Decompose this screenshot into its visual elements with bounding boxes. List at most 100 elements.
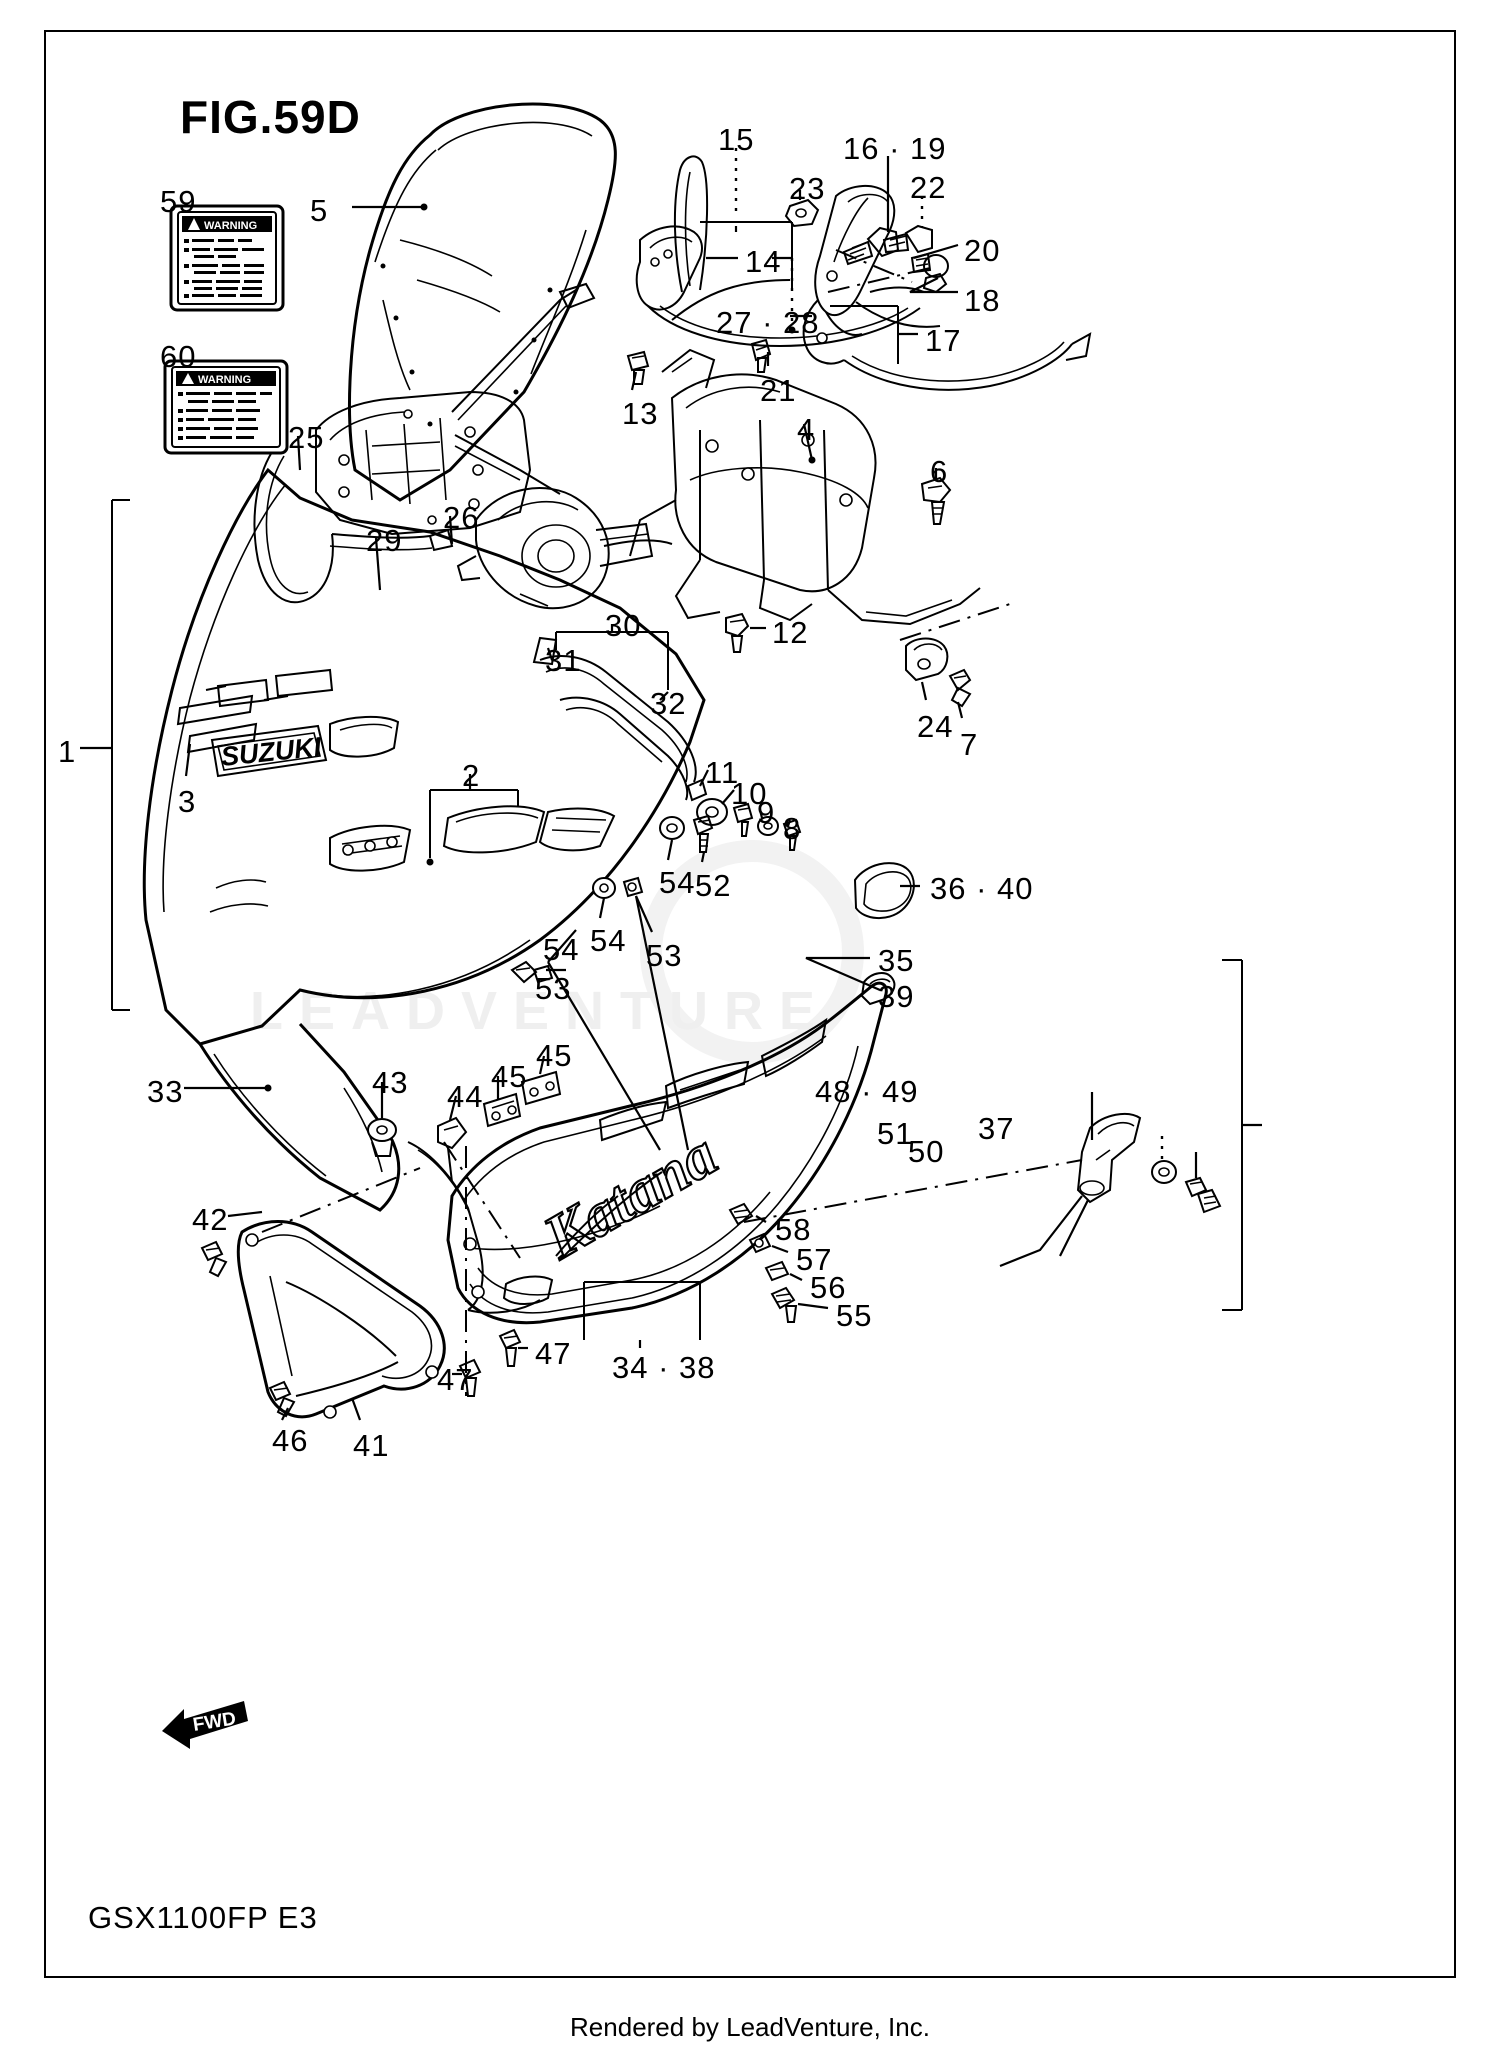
callout-12: 12 bbox=[772, 615, 809, 650]
callout-39: 39 bbox=[878, 979, 915, 1014]
warning-label-60: WARNING bbox=[162, 358, 290, 461]
screw-part-46 bbox=[268, 1380, 296, 1418]
fastener-cluster-8-11 bbox=[686, 778, 802, 851]
callout-58: 58 bbox=[775, 1212, 812, 1247]
callout-56: 56 bbox=[810, 1270, 847, 1305]
svg-text:WARNING: WARNING bbox=[198, 374, 251, 386]
callout-29: 29 bbox=[366, 523, 403, 558]
callout-46: 46 bbox=[272, 1423, 309, 1458]
screw-part-21 bbox=[750, 338, 772, 373]
callout-53: 53 bbox=[535, 971, 572, 1006]
nut-part-23 bbox=[784, 198, 820, 228]
inner-panel-assembly bbox=[315, 282, 596, 536]
callout-20: 20 bbox=[964, 233, 1001, 268]
fastener-parts-50-51 bbox=[1151, 1160, 1222, 1214]
svg-text:WARNING: WARNING bbox=[204, 220, 257, 232]
clamp-bolt-parts-24-7 bbox=[905, 637, 972, 708]
callout-41: 41 bbox=[353, 1428, 390, 1463]
callout-14: 14 bbox=[745, 244, 782, 279]
windscreen-part-5 bbox=[348, 102, 617, 502]
cowling-brace-part-4 bbox=[629, 348, 981, 626]
callout-31: 31 bbox=[545, 643, 582, 678]
svg-text:FWD: FWD bbox=[191, 1708, 237, 1736]
callout-30: 30 bbox=[605, 608, 642, 643]
svg-text:Katana: Katana bbox=[532, 1120, 728, 1272]
fastener-parts-55-58 bbox=[728, 1202, 798, 1323]
callout-11: 11 bbox=[705, 755, 740, 790]
callout-13: 13 bbox=[622, 396, 659, 431]
duct-strip-parts-30-32 bbox=[532, 636, 697, 801]
air-scoop-part-2 bbox=[442, 805, 616, 854]
callout-37: 37 bbox=[978, 1111, 1015, 1146]
leader-lines bbox=[80, 148, 1262, 1421]
washer-nut-parts-20-18 bbox=[910, 252, 949, 294]
callout-2: 2 bbox=[462, 758, 481, 793]
bracket-parts-48-49 bbox=[1076, 1112, 1142, 1204]
stay-bracket-part-41 bbox=[236, 1220, 446, 1419]
callout-26: 26 bbox=[443, 500, 480, 535]
warning-label-59: WARNING bbox=[168, 203, 286, 318]
callout-54: 54 bbox=[590, 923, 627, 958]
callout-59: 59 bbox=[160, 184, 197, 219]
callout-6: 6 bbox=[930, 454, 949, 489]
model-code: GSX1100FP E3 bbox=[88, 1900, 318, 1935]
suzuki-emblem-part-3: SUZUKI bbox=[210, 724, 328, 778]
callout-18: 18 bbox=[964, 283, 1001, 318]
callout-5: 5 bbox=[310, 193, 329, 228]
side-trim-parts-25-29 bbox=[253, 451, 454, 604]
callout-15: 15 bbox=[718, 122, 755, 157]
callout-4: 4 bbox=[797, 412, 816, 447]
vent-grommet-parts-36-40 bbox=[853, 862, 915, 919]
callout-3: 3 bbox=[178, 784, 197, 819]
bolt-part-12 bbox=[725, 612, 750, 653]
fwd-direction-marker: FWD bbox=[160, 1695, 250, 1756]
callout-47: 47 bbox=[535, 1336, 572, 1371]
bolt-part-15 bbox=[842, 226, 900, 266]
callout-7: 7 bbox=[960, 727, 979, 762]
callout-27-28: 27 · 28 bbox=[716, 305, 820, 340]
callout-32: 32 bbox=[650, 686, 687, 721]
callout-45: 45 bbox=[491, 1059, 528, 1094]
callout-48-49: 48 · 49 bbox=[815, 1074, 919, 1109]
callout-34-38: 34 · 38 bbox=[612, 1350, 716, 1385]
callout-8: 8 bbox=[783, 811, 802, 846]
callout-54: 54 bbox=[659, 865, 696, 900]
diagram-border bbox=[44, 30, 1456, 1978]
screw-part-13 bbox=[626, 350, 650, 385]
callout-54: 54 bbox=[543, 932, 580, 967]
screw-parts-47 bbox=[458, 1328, 522, 1397]
bolt-part-22 bbox=[882, 224, 933, 254]
callout-53: 53 bbox=[646, 938, 683, 973]
screw-part-42 bbox=[200, 1240, 228, 1278]
callout-24: 24 bbox=[917, 709, 954, 744]
callout-36-40: 36 · 40 bbox=[930, 871, 1034, 906]
callout-35: 35 bbox=[878, 943, 915, 978]
callout-50: 50 bbox=[908, 1134, 945, 1169]
callout-55: 55 bbox=[836, 1298, 873, 1333]
callout-21: 21 bbox=[760, 373, 797, 408]
main-cowling-part-1 bbox=[142, 467, 706, 1212]
callout-16-19: 16 · 19 bbox=[843, 131, 947, 166]
callout-22: 22 bbox=[910, 170, 947, 205]
callout-52: 52 bbox=[695, 868, 732, 903]
callout-9: 9 bbox=[757, 795, 776, 830]
callout-33: 33 bbox=[147, 1074, 184, 1109]
callout-44: 44 bbox=[447, 1079, 484, 1114]
clip-parts-35-39 bbox=[860, 972, 896, 1006]
callout-47: 47 bbox=[437, 1362, 474, 1397]
headlight-unit-part-26 bbox=[456, 487, 673, 610]
page-title: FIG.59D bbox=[180, 91, 361, 143]
callout-51: 51 bbox=[877, 1116, 914, 1151]
callout-17: 17 bbox=[925, 323, 962, 358]
fastener-cluster-52-54 bbox=[510, 814, 714, 984]
callout-57: 57 bbox=[796, 1242, 833, 1277]
callout-25: 25 bbox=[288, 420, 325, 455]
render-credit: Rendered by LeadVenture, Inc. bbox=[570, 2012, 930, 2042]
callout-60: 60 bbox=[160, 339, 197, 374]
callout-10: 10 bbox=[731, 776, 768, 811]
inner-cowl-parts-16-19 bbox=[802, 185, 1092, 391]
callout-45: 45 bbox=[536, 1038, 573, 1073]
side-brackets bbox=[367, 1070, 562, 1314]
